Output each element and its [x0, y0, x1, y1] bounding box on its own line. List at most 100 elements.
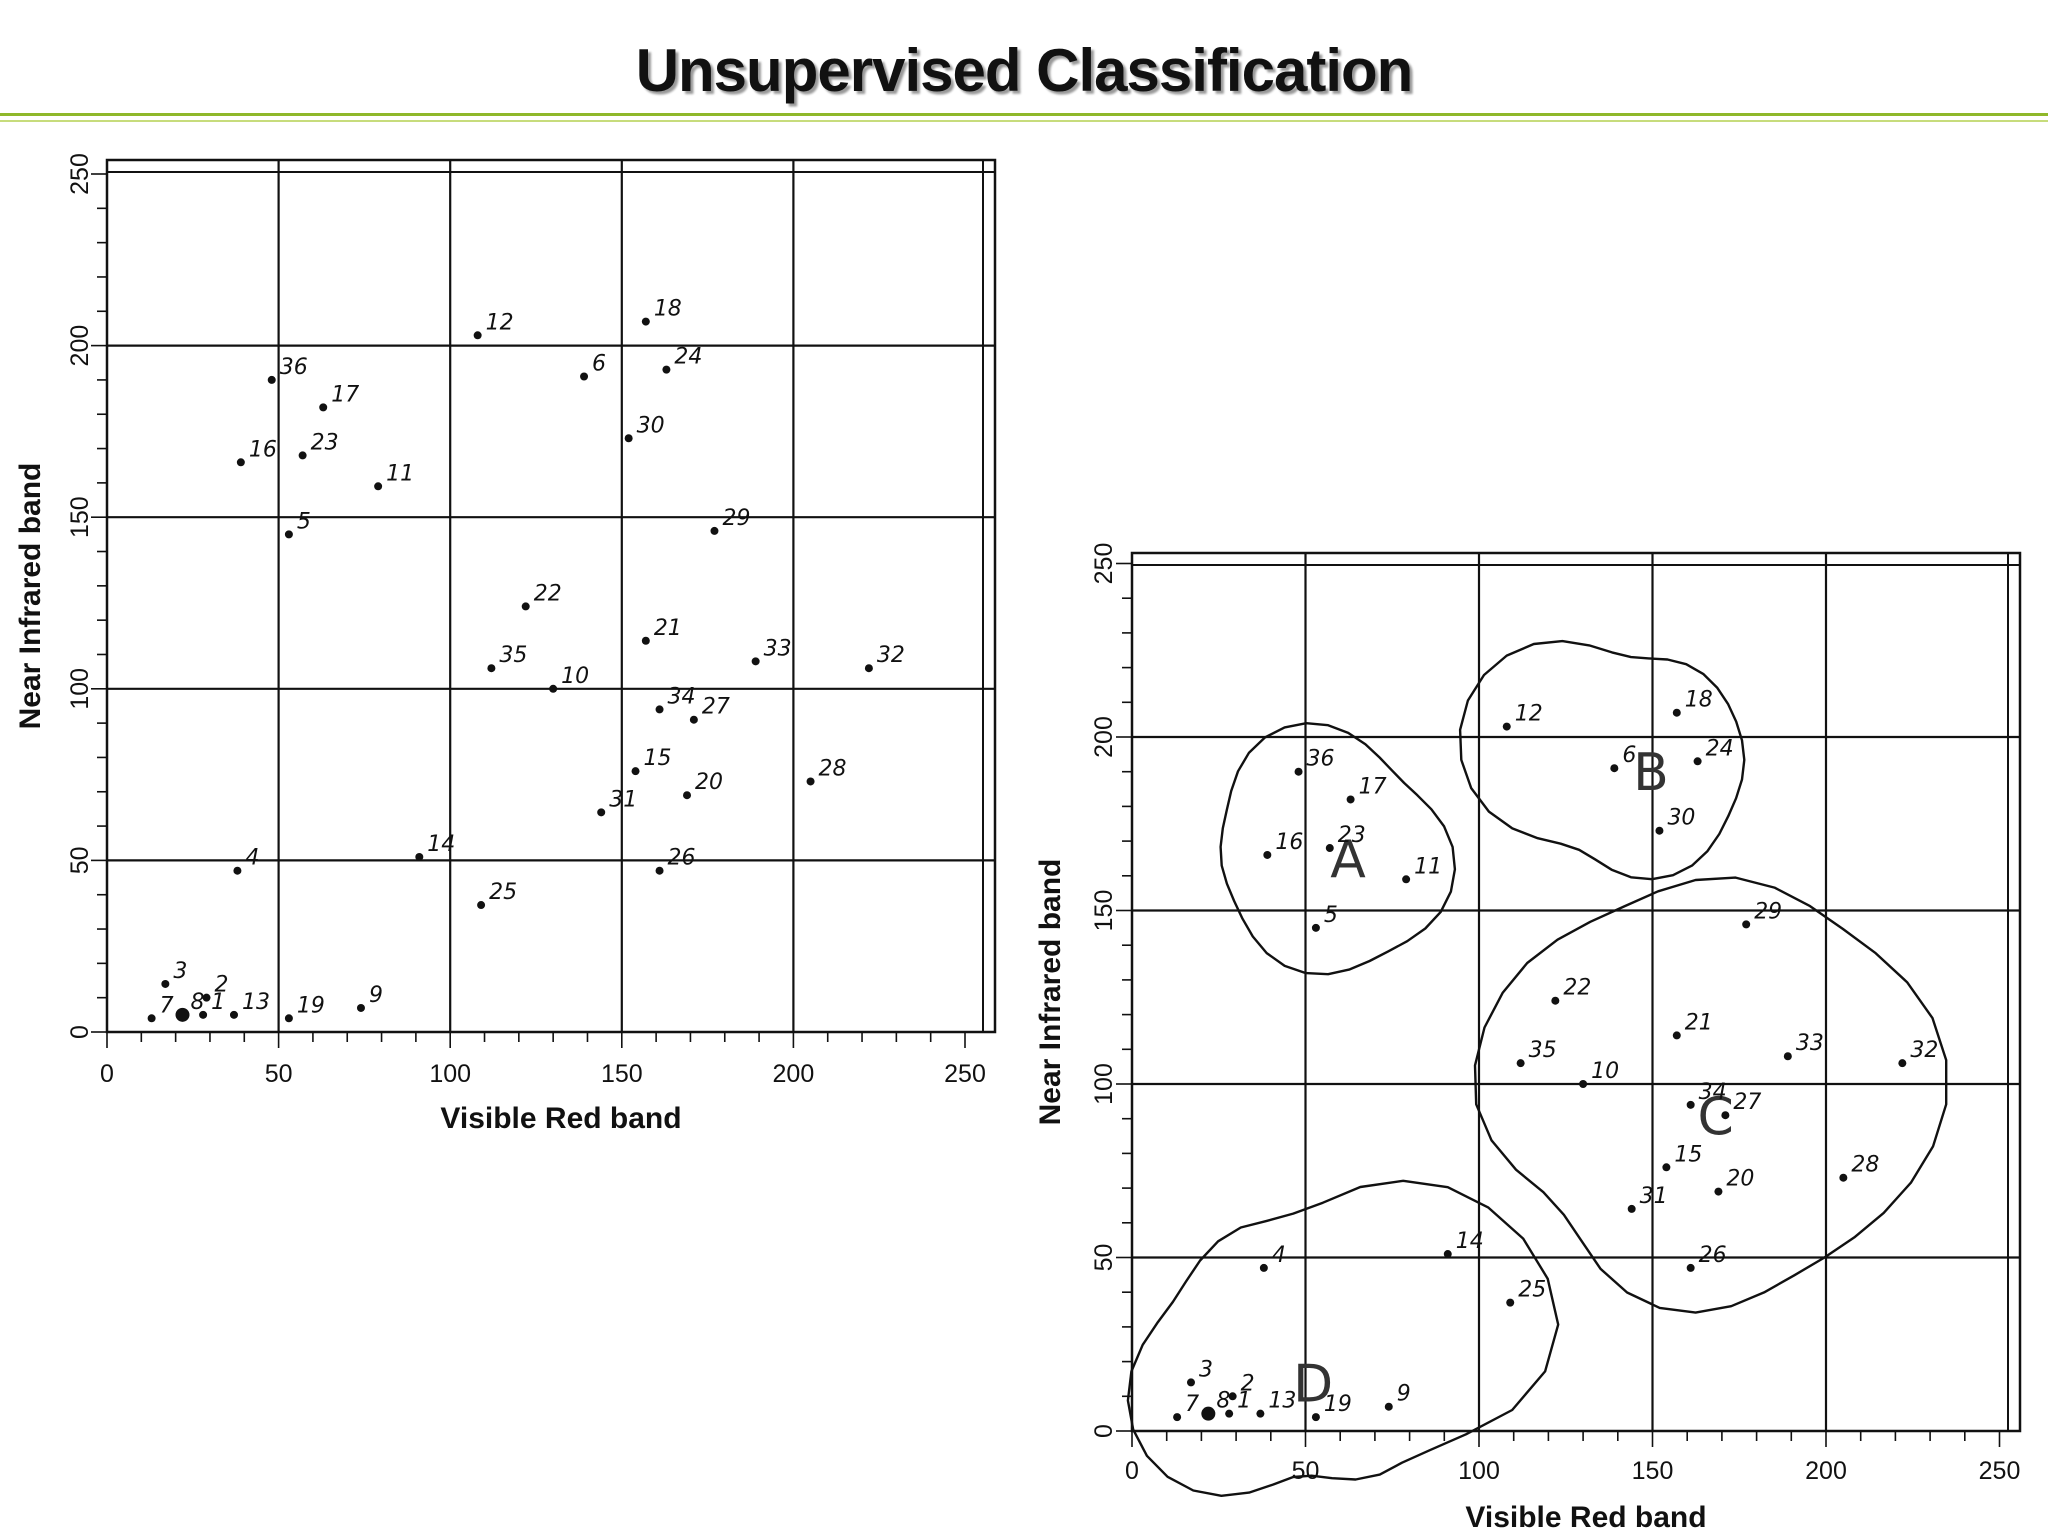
- data-point: [319, 403, 328, 412]
- data-point: [1686, 1263, 1695, 1272]
- point-label: 11: [386, 461, 414, 486]
- point-label: 20: [695, 770, 723, 795]
- data-point: [1506, 1298, 1515, 1307]
- point-label: 31: [609, 787, 637, 812]
- data-point: [806, 777, 815, 786]
- data-point: [236, 458, 245, 467]
- cluster-label-b: B: [1633, 743, 1669, 803]
- point-label: 15: [1674, 1142, 1702, 1167]
- point-label: 32: [877, 643, 905, 668]
- y-tick-label: 150: [66, 496, 94, 538]
- data-point: [1655, 826, 1664, 835]
- data-point: [1259, 1263, 1268, 1272]
- point-label: 18: [654, 297, 682, 322]
- data-point: [473, 331, 482, 340]
- data-point: [1686, 1100, 1695, 1109]
- data-point: [477, 901, 486, 910]
- point-label: 35: [499, 643, 527, 668]
- y-axis-label: Near Infrared band: [14, 463, 47, 730]
- y-tick-label: 50: [66, 846, 94, 874]
- data-point: [710, 526, 719, 535]
- point-label: 5: [297, 509, 311, 534]
- point-label: 19: [297, 993, 325, 1018]
- point-label: 33: [1796, 1031, 1824, 1056]
- data-point: [356, 1003, 365, 1012]
- point-label: 1: [1237, 1389, 1251, 1414]
- data-point: [1672, 708, 1681, 717]
- data-point: [1311, 923, 1320, 932]
- point-label: 34: [668, 684, 696, 709]
- point-label: 28: [819, 756, 847, 781]
- data-point: [521, 602, 530, 611]
- point-label: 5: [1324, 903, 1338, 928]
- data-point: [1579, 1080, 1588, 1088]
- y-tick-label: 250: [1090, 543, 1118, 585]
- data-point: [1256, 1409, 1265, 1418]
- point-label: 22: [534, 581, 562, 606]
- y-tick-label: 0: [1090, 1424, 1118, 1438]
- data-point: [662, 365, 671, 374]
- data-point: [1742, 920, 1751, 929]
- data-point: [1384, 1402, 1393, 1411]
- point-label: 4: [1272, 1243, 1286, 1268]
- x-tick-label: 100: [429, 1060, 471, 1088]
- point-label: 13: [1268, 1389, 1296, 1414]
- point-label: 17: [1359, 774, 1387, 799]
- data-point: [284, 1014, 293, 1023]
- data-point: [631, 767, 640, 776]
- y-tick-label: 200: [66, 325, 94, 367]
- point-label: 1: [211, 990, 225, 1015]
- point-label: 12: [486, 310, 514, 335]
- point-label: 23: [1338, 823, 1366, 848]
- cluster-outline-d: [1126, 1179, 1560, 1497]
- x-tick-label: 250: [944, 1060, 986, 1088]
- y-tick-label: 100: [66, 668, 94, 710]
- data-point: [374, 482, 383, 491]
- point-label: 36: [1307, 747, 1335, 772]
- data-point: [199, 1010, 208, 1019]
- point-label: 17: [331, 382, 359, 407]
- data-point: [1627, 1204, 1636, 1213]
- data-point: [1186, 1378, 1195, 1387]
- point-label: 11: [1414, 854, 1442, 879]
- data-point: [624, 434, 633, 443]
- point-label: 15: [644, 746, 672, 771]
- data-point: [655, 866, 664, 875]
- data-point: [415, 852, 424, 861]
- plot-frame: [1130, 551, 2022, 1433]
- point-label: 33: [764, 636, 792, 661]
- cluster-outline-b: [1458, 639, 1746, 881]
- point-label: 21: [1685, 1010, 1713, 1035]
- point-label: 35: [1529, 1038, 1557, 1063]
- y-tick-label: 250: [66, 153, 94, 195]
- point-label: 26: [668, 846, 696, 871]
- x-tick-label: 200: [1805, 1457, 1847, 1485]
- data-point: [1672, 1031, 1681, 1040]
- data-point: [1201, 1406, 1216, 1421]
- point-label: 2: [215, 973, 229, 998]
- x-axis-label: Visible Red band: [440, 1102, 681, 1135]
- point-label: 31: [1640, 1184, 1668, 1209]
- x-tick-label: 100: [1458, 1457, 1500, 1485]
- point-label: 32: [1910, 1038, 1938, 1063]
- y-tick-label: 150: [1090, 890, 1118, 932]
- point-label: 36: [280, 355, 308, 380]
- point-label: 26: [1699, 1243, 1727, 1268]
- point-label: 16: [1275, 830, 1303, 855]
- data-point: [1311, 1413, 1320, 1422]
- x-tick-label: 50: [265, 1060, 293, 1088]
- point-label: 30: [637, 413, 665, 438]
- x-tick-label: 50: [1292, 1457, 1320, 1485]
- point-label: 28: [1851, 1153, 1879, 1178]
- point-label: 34: [1699, 1080, 1727, 1105]
- data-point: [1662, 1163, 1671, 1172]
- y-axis-label: Near Infrared band: [1034, 859, 1067, 1126]
- point-label: 7: [1185, 1392, 1199, 1417]
- data-point: [147, 1014, 156, 1023]
- point-label: 8: [191, 990, 205, 1015]
- title-underline-light: [0, 120, 2048, 122]
- cluster-label-a: A: [1330, 830, 1366, 890]
- data-point: [1325, 844, 1334, 853]
